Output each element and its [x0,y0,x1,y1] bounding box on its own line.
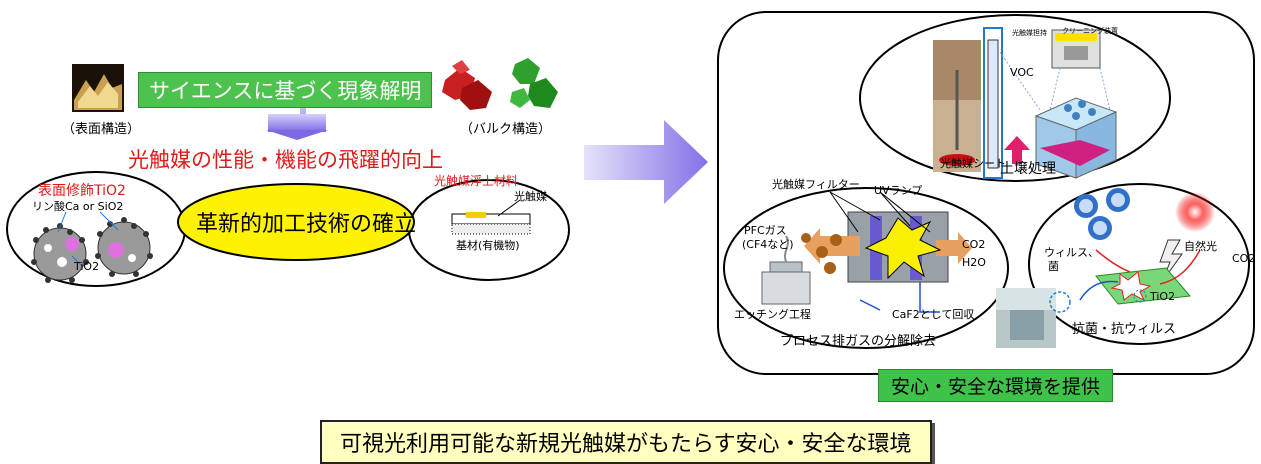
pfc-gas-label: PFCガス [744,224,787,237]
floating-material-title: 光触媒浮上材料 [434,174,519,188]
dotted-link [1049,67,1061,111]
innovation-ellipse [177,183,415,261]
pointer-line [829,191,881,221]
antibacterial-label: 抗菌・抗ウィルス [1072,322,1177,337]
cleaning-label: クリーニング装置 [1062,27,1118,35]
virus-particles [1074,188,1130,240]
sun-icon [1175,192,1215,232]
co2-label: CO2 [962,238,986,251]
reaction-arrow [1095,249,1131,273]
bulk-structure-green-image [510,58,558,108]
soil-treatment-label: 土壌処理 [1000,161,1056,177]
tio2-particle-left [31,223,89,283]
surface-structure-label: （表面構造） [62,122,141,137]
gas-particles [801,233,842,274]
etching-machine [761,235,811,305]
bacteria-label: 菌 [1048,260,1059,273]
filter-label: 光触媒フィルター [772,178,860,191]
pointer-line [71,255,83,267]
floating-material-layers [451,199,531,235]
process-gas-label: プロセス排ガスの分解除去 [780,334,937,349]
pointer-line [879,191,911,227]
innovation-text: 革新的加工技術の確立 [196,212,417,237]
sheet-label: 光触媒シート [940,157,1006,170]
cleaning-device [1051,29,1101,69]
virus-label: ウィルス、 [1044,246,1099,259]
pink-up-arrow [1004,136,1030,164]
bulk-structure-red-image [442,60,492,110]
soil-box [1034,97,1118,179]
voc-label: VOC [1010,66,1034,79]
substrate-label: 基材(有機物) [456,239,520,252]
virus-spot [1133,289,1147,303]
pointer-line [879,191,931,233]
room-photo [996,288,1071,348]
pointer-line [57,211,67,233]
science-banner: サイエンスに基づく現象解明 [138,72,433,108]
tio2-particle-right [95,217,153,277]
h2o-label: H2O [962,256,986,269]
filter-unit [804,211,972,283]
sunlight-label: 自然光 [1184,240,1217,253]
reaction-arrow [1159,249,1201,285]
tio2-label-left: TiO2 [74,260,100,273]
phosphate-label: リン酸Ca or SiO2 [32,200,124,213]
cf4-label: (CF4など) [742,238,794,251]
recovery-arrow [859,299,881,311]
big-right-arrow [584,120,708,204]
performance-title: 光触媒の性能・機能の飛躍的向上 [128,148,443,172]
bulk-structure-label: （バルク構造） [460,122,552,137]
etching-label: エッチング工程 [734,308,811,321]
down-arrow-body [268,114,326,132]
soil-photo [933,40,981,172]
photocatalyst-label: 光触媒 [514,190,547,203]
co2-edge-label: CO2 [1232,252,1256,265]
dotted-link [1099,67,1111,111]
surface-structure-image [72,64,124,112]
bottom-banner: 可視光利用可能な新規光触媒がもたらす安心・安全な環境 [320,420,932,464]
small-sign-label: 光触媒担持 [1012,29,1047,37]
pointer-line [99,211,119,231]
down-arrow-head [266,130,328,140]
surface-mod-title: 表面修飾TiO2 [38,183,126,199]
virus-arrow [1079,280,1119,301]
tio2-label-right: TiO2 [1150,290,1176,303]
recovery-arrow [919,282,940,313]
safe-environment-banner: 安心・安全な環境を提供 [878,369,1114,402]
uv-lamp-label: UVランプ [874,184,923,197]
pointer-line [829,191,859,233]
caf2-label: CaF2として回収 [892,308,975,321]
lightning-icon [1159,239,1183,283]
sheet-tube [983,27,1003,179]
